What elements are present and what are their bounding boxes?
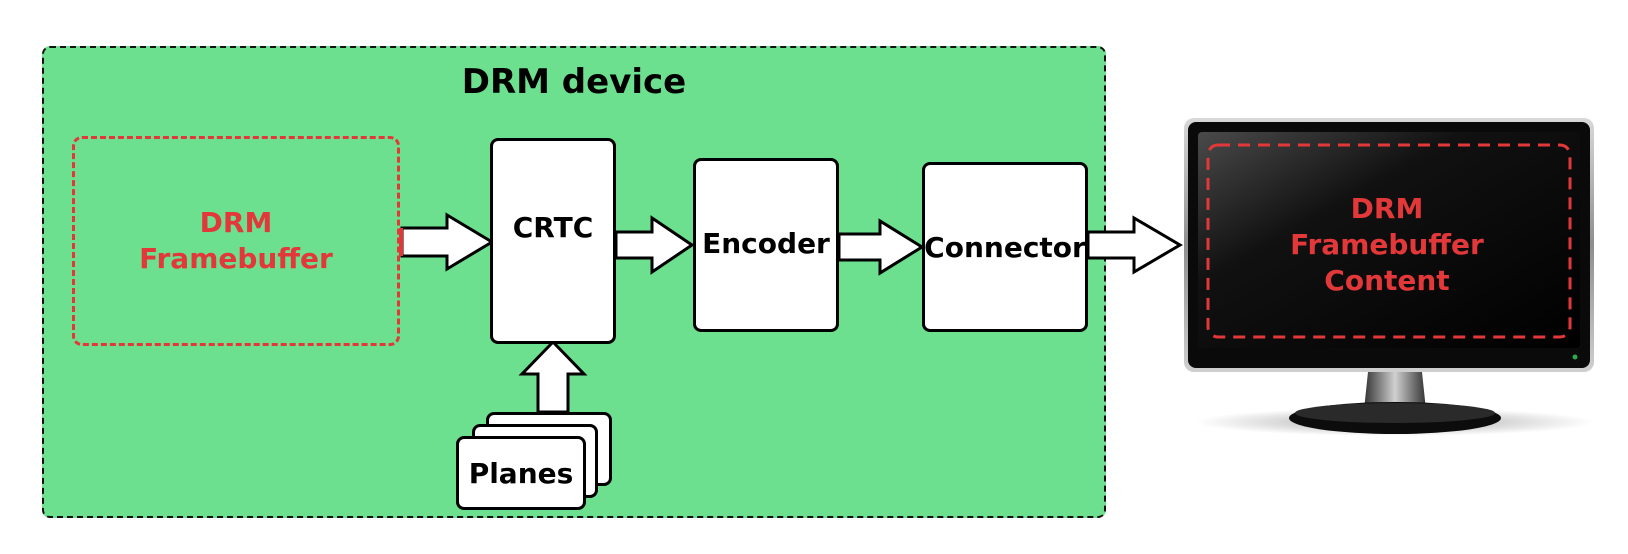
monitor-icon <box>1184 118 1595 436</box>
encoder-label: Encoder <box>702 226 830 260</box>
planes-label: Planes <box>468 456 574 490</box>
arrow-connector-to-monitor <box>1086 215 1183 275</box>
framebuffer-label-line1: DRM <box>199 206 273 239</box>
encoder-block: Encoder <box>693 158 839 332</box>
framebuffer-label-line2: Framebuffer <box>139 242 333 275</box>
monitor-label-line3: Content <box>1324 264 1450 297</box>
connector-block: Connector <box>922 162 1088 332</box>
monitor-screen-content: DRM Framebuffer Content <box>1208 150 1566 340</box>
connector-label: Connector <box>924 230 1086 264</box>
crtc-label: CRTC <box>512 210 594 244</box>
framebuffer-edge-marker <box>399 228 403 256</box>
plane-card-front <box>456 436 586 510</box>
arrow-crtc-to-encoder <box>614 215 695 275</box>
monitor-label-line2: Framebuffer <box>1290 228 1484 261</box>
arrow-planes-to-crtc <box>518 339 588 414</box>
drm-framebuffer: DRM Framebuffer <box>72 136 400 346</box>
monitor-label-line1: DRM <box>1350 192 1424 225</box>
drm-device-title: DRM device <box>461 62 687 102</box>
crtc-block: CRTC <box>490 138 616 344</box>
arrow-encoder-to-connector <box>837 218 925 276</box>
arrow-framebuffer-to-crtc <box>400 212 495 272</box>
